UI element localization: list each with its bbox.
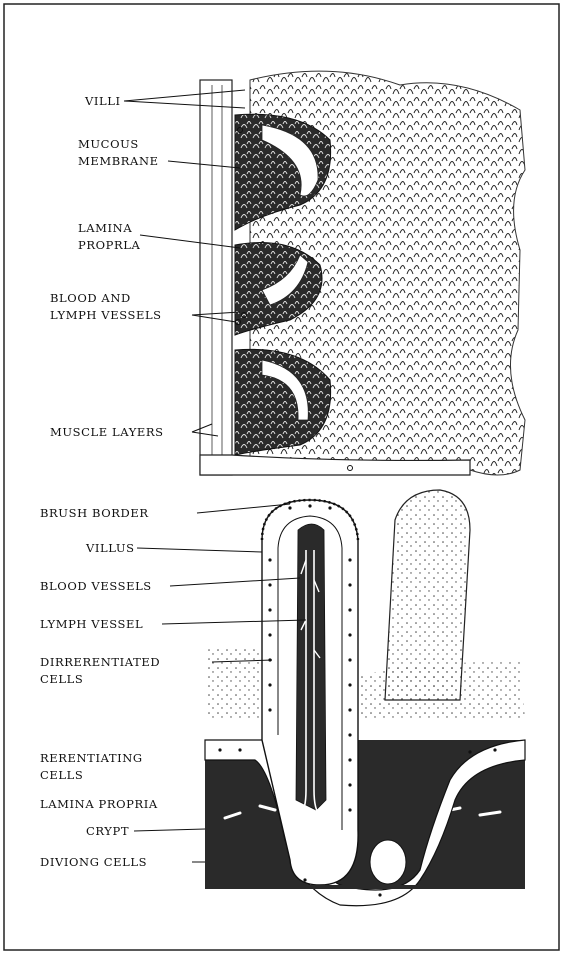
label-villus: VILLUS (85, 541, 135, 555)
label-villi: VILLI (84, 94, 121, 108)
label-mucous-1: MUCOUS (78, 137, 139, 151)
label-blood-2: LYMPH VESSELS (50, 308, 162, 322)
label-dirrerentiated-2: CELLS (40, 672, 83, 686)
label-diviong-cells: DIVIONG CELLS (40, 855, 147, 869)
label-lamina-1: LAMINA (78, 221, 132, 235)
adjacent-villus (385, 490, 470, 700)
label-blood-1: BLOOD AND (50, 291, 131, 305)
label-crypt: CRYPT (86, 824, 129, 838)
label-lymph-vessel: LYMPH VESSEL (40, 617, 143, 631)
label-dirrerentiated-1: DIRRERENTIATED (40, 655, 160, 669)
label-rerentiating-1: RERENTIATING (40, 751, 143, 765)
lower-villus-section (205, 490, 525, 906)
label-rerentiating-2: CELLS (40, 768, 83, 782)
label-mucous-2: MEMBRANE (78, 154, 159, 168)
label-brush-border: BRUSH BORDER (40, 506, 149, 520)
crypt-lumen (370, 840, 406, 884)
label-blood-vessels: BLOOD VESSELS (40, 579, 152, 593)
label-lamina-propria: LAMINA PROPRIA (40, 797, 158, 811)
label-lamina-2: PROPRLA (78, 238, 140, 252)
villus-core-vessels (296, 524, 326, 810)
muscle-wall (200, 80, 232, 475)
label-muscle: MUSCLE LAYERS (50, 425, 164, 439)
upper-intestine-section (200, 71, 525, 475)
stippled-tissue (205, 647, 525, 720)
